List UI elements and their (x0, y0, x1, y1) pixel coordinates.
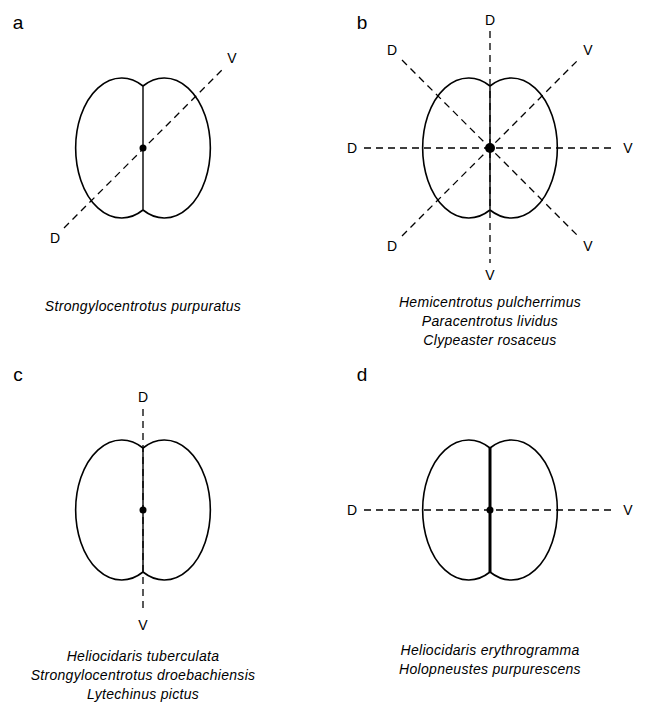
axis-label: V (623, 141, 632, 155)
species-name: Heliocidaris tuberculata (67, 649, 220, 663)
panel-letter: b (357, 13, 368, 32)
axis-label: V (138, 618, 147, 632)
axis-label: V (485, 268, 494, 282)
panel-letter: d (357, 365, 368, 384)
axis-label: V (583, 239, 592, 253)
axis-label: V (583, 43, 592, 57)
axis-label: D (50, 231, 60, 245)
species-name: Strongylocentrotus purpuratus (45, 299, 241, 313)
species-name: Hemicentrotus pulcherrimus (399, 295, 581, 309)
axis-label: V (227, 51, 236, 65)
species-name: Heliocidaris erythrogramma (401, 643, 580, 657)
species-name: Strongylocentrotus droebachiensis (31, 668, 256, 682)
species-name: Holopneustes purpurescens (399, 662, 581, 676)
axis-label: D (347, 141, 357, 155)
panel-letter: a (13, 13, 24, 32)
species-name: Clypeaster rosaceus (423, 333, 556, 347)
species-name: Lytechinus pictus (87, 687, 199, 701)
axis-label: D (387, 239, 397, 253)
species-name: Paracentrotus lividus (422, 314, 558, 328)
panel-letter: c (13, 365, 23, 384)
axis-label: D (387, 43, 397, 57)
axis-label: D (485, 13, 495, 27)
axis-label: V (623, 503, 632, 517)
axis-label: D (347, 503, 357, 517)
axis-label: D (138, 390, 148, 404)
